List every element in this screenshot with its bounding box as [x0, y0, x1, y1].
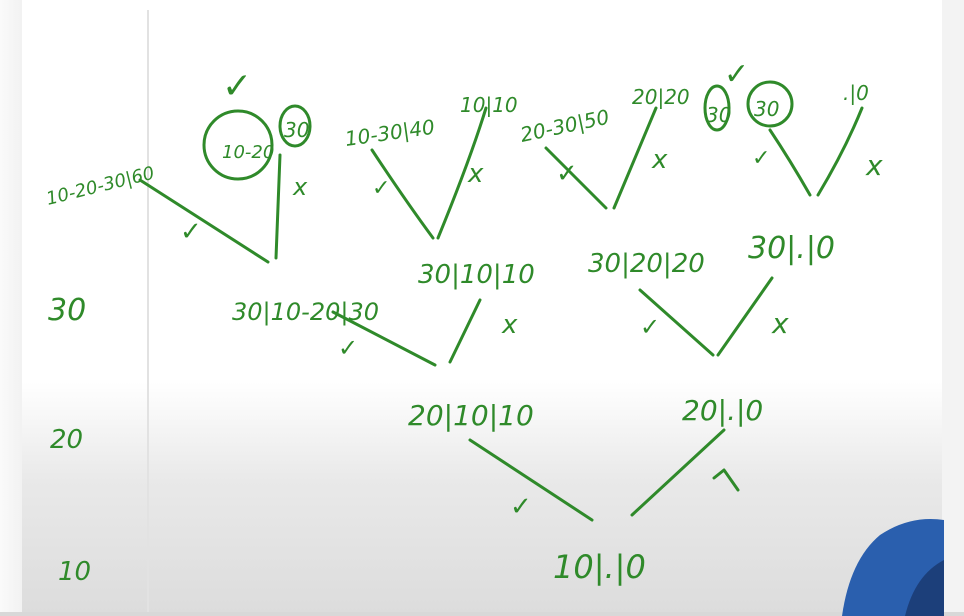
- level-label-20: 20: [50, 425, 83, 455]
- cross-mark-l1-b: x: [501, 310, 518, 340]
- arrow-mark-root-right: [712, 468, 740, 492]
- leaf-circle-30-left: [703, 84, 731, 132]
- check-mark-leaf-3: ✓: [372, 176, 390, 201]
- check-mark-leaf-7: ✓: [752, 146, 770, 171]
- leaf-30-circled-right: 30: [754, 97, 779, 121]
- leaf-circle-30-right: [746, 80, 794, 128]
- edge-l2-d-left: [768, 128, 812, 197]
- node-30-10-10: 30|10|10: [418, 260, 535, 290]
- cross-mark-leaf-8: x: [865, 149, 883, 182]
- leaf-30-circled: 30: [284, 118, 309, 142]
- node-30-20-20: 30|20|20: [588, 249, 705, 279]
- edge-root-right: [630, 428, 726, 517]
- check-mark-leaf-5: ✓: [556, 159, 578, 189]
- leaf-20-30-50: 20-30|50: [518, 105, 611, 147]
- leaf-10-10: 10|10: [460, 93, 518, 117]
- left-frame-edge: [0, 0, 22, 616]
- edge-l2-b-left: [370, 148, 435, 240]
- root-node: 10|.|0: [553, 548, 646, 586]
- edge-l2-c-left: [544, 146, 608, 210]
- node-20-10-10: 20|10|10: [408, 399, 534, 432]
- right-frame-edge: [942, 0, 964, 616]
- node-30-0: 30|.|0: [748, 231, 835, 266]
- edge-root-left: [468, 438, 594, 522]
- level-label-30: 30: [48, 293, 86, 328]
- presenter-shirt-shadow: [905, 560, 944, 616]
- leaf-circle-10-20: [202, 109, 274, 181]
- check-mark-root-left: ✓: [510, 492, 532, 522]
- leaf-20-20: 20|20: [632, 85, 690, 109]
- edge-l2-b-right: [436, 106, 488, 240]
- check-mark-l1-a: ✓: [338, 334, 358, 362]
- node-30-10-20-30: 30|10-20|30: [232, 298, 379, 326]
- leaf-10-20: 10-20: [222, 142, 274, 163]
- cross-mark-leaf-4: x: [467, 159, 484, 189]
- cross-mark-l1-d: x: [771, 307, 789, 340]
- level-label-10: 10: [58, 557, 91, 587]
- margin-line: [147, 10, 149, 616]
- edge-l2-a-right: [274, 153, 282, 260]
- edge-l1-b: [448, 298, 482, 364]
- bottom-frame-edge: [0, 612, 964, 616]
- cross-mark-leaf-2: x: [292, 173, 308, 201]
- check-mark-top-leaf-7: ✓: [724, 57, 749, 92]
- leaf-dot-0: .|0: [843, 81, 869, 105]
- cross-mark-leaf-6: x: [651, 145, 668, 175]
- leaf-circle-30: [278, 104, 312, 148]
- edge-l2-c-right: [612, 106, 658, 210]
- leaf-10-20-30-60: 10-20-30|60: [44, 163, 156, 210]
- edge-l1-d: [716, 276, 774, 357]
- edge-l2-d-right: [816, 106, 864, 197]
- node-20-0: 20|.|0: [682, 394, 763, 427]
- check-mark-leaf-1: ✓: [180, 217, 202, 247]
- leaf-10-30-40: 10-30|40: [343, 115, 436, 151]
- check-mark-l1-c: ✓: [640, 313, 660, 341]
- edge-l1-c: [638, 288, 715, 357]
- edge-l1-a: [331, 310, 437, 367]
- check-mark-top-leaf-2: ✓: [222, 66, 252, 107]
- edge-l2-a-left: [138, 178, 270, 264]
